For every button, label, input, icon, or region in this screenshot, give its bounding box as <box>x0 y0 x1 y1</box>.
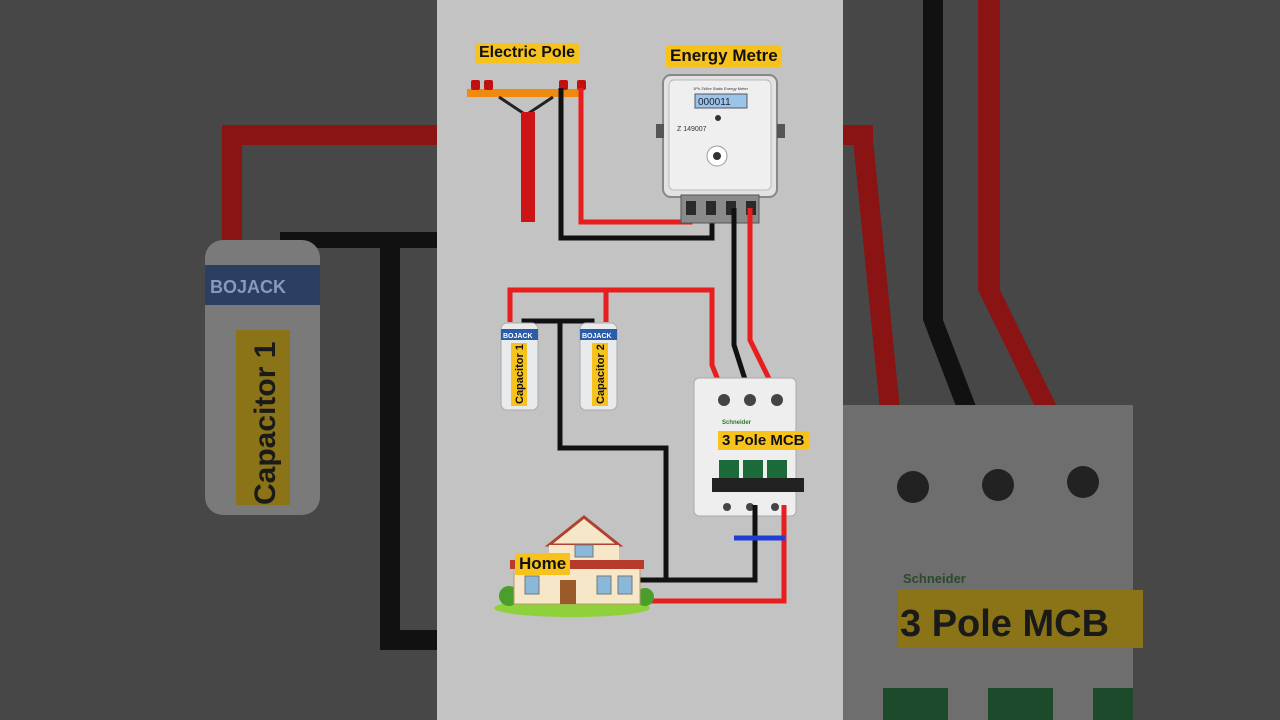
mcb-terminal <box>746 503 754 511</box>
mcb-handle-bar <box>712 478 804 492</box>
backdrop-capacitor-brand: BOJACK <box>210 277 286 297</box>
energy-meter: 1Ph 2Wire Static Energy Meter 000011 Z 1… <box>656 74 785 224</box>
diagram-canvas: 1Ph 2Wire Static Energy Meter 000011 Z 1… <box>467 74 804 617</box>
backdrop-terminal <box>1067 466 1099 498</box>
home <box>494 515 654 617</box>
backdrop-mcb-label: 3 Pole MCB <box>900 603 1109 645</box>
backdrop-mcb-switch <box>883 688 948 720</box>
meter-lcd <box>694 93 748 109</box>
home-label: Home <box>515 553 571 575</box>
backdrop-capacitor-label: Capacitor 1 <box>249 342 282 505</box>
meter-serial: Z 149007 <box>677 126 707 133</box>
capacitor-1-brand: BOJACK <box>503 333 533 340</box>
energy-metre-label: Energy Metre <box>666 45 782 67</box>
home-window <box>596 575 612 595</box>
home-window <box>617 575 633 595</box>
left-backdrop: BOJACK Capacitor 1 <box>0 0 437 720</box>
capacitor-2-label-bg <box>592 343 608 406</box>
capacitor-black-wire <box>557 321 669 580</box>
backdrop-terminal <box>897 471 929 503</box>
backdrop-black-wire <box>280 232 437 248</box>
live-wire-mcb-to-home <box>642 505 787 604</box>
backdrop-capacitor-band <box>205 265 320 305</box>
capacitor-1-label: Capacitor 1 <box>514 344 526 404</box>
wiring-diagram: 1Ph 2Wire Static Energy Meter 000011 Z 1… <box>437 0 843 720</box>
backdrop-red-wire <box>978 0 1093 480</box>
mcb-terminal <box>771 503 779 511</box>
meter-mount <box>656 124 664 138</box>
left-backdrop-art: BOJACK Capacitor 1 <box>205 125 437 650</box>
backdrop-mcb-label-bg <box>898 590 1143 648</box>
backdrop-red-wire <box>853 140 908 490</box>
pole-crossarm <box>467 89 583 97</box>
backdrop-red-wire <box>222 125 437 145</box>
home-gable <box>544 515 624 547</box>
backdrop-terminal <box>982 469 1014 501</box>
meter-terminal <box>686 201 696 215</box>
meter-brand-line: 1Ph 2Wire Static Energy Meter <box>693 86 749 91</box>
meter-mount <box>777 124 785 138</box>
home-window <box>524 575 540 595</box>
capacitor-1-band <box>501 329 538 340</box>
mcb-switch <box>743 460 763 482</box>
backdrop-mcb-switch <box>1093 688 1133 720</box>
capacitor-2: BOJACK Capacitor 2 <box>579 322 618 411</box>
home-roof <box>510 560 644 569</box>
meter-led <box>715 115 721 121</box>
mcb-switch <box>719 460 739 482</box>
right-backdrop-art: Schneider 3 Pole MCB <box>843 0 1143 720</box>
meter-reading: 000011 <box>698 97 731 108</box>
home-door <box>560 580 576 604</box>
mcb-terminal <box>771 394 783 406</box>
pole-insulator <box>471 80 480 90</box>
electric-pole <box>467 80 586 222</box>
pole-insulator <box>577 80 586 90</box>
electric-pole-label: Electric Pole <box>475 43 580 63</box>
mcb-label: 3 Pole MCB <box>718 431 809 450</box>
capacitor-red-wire <box>507 287 727 396</box>
mcb-brand: Schneider <box>722 420 752 426</box>
backdrop-red-wire <box>222 125 242 245</box>
capacitor-2-brand: BOJACK <box>582 333 612 340</box>
mcb-terminal <box>718 394 730 406</box>
pole-insulator <box>484 80 493 90</box>
mcb-terminal <box>744 394 756 406</box>
capacitor-2-band <box>580 329 617 340</box>
meter-button-center <box>713 152 721 160</box>
mcb-terminal <box>723 503 731 511</box>
backdrop-mcb <box>843 405 1133 720</box>
backdrop-black-wire <box>380 630 437 650</box>
capacitor-2-label: Capacitor 2 <box>595 344 607 404</box>
right-backdrop: Schneider 3 Pole MCB <box>843 0 1280 720</box>
meter-terminal <box>706 201 716 215</box>
home-window <box>574 544 594 558</box>
pole-insulator <box>559 80 568 90</box>
meter-terminal <box>726 201 736 215</box>
neutral-wire-mcb-to-home <box>640 505 758 583</box>
capacitor-1: BOJACK Capacitor 1 <box>500 322 539 411</box>
mcb-switch <box>767 460 787 482</box>
capacitor-1-label-bg <box>511 343 527 406</box>
live-wire-meter-to-mcb <box>747 208 780 397</box>
backdrop-mcb-switch <box>988 688 1053 720</box>
backdrop-black-wire <box>380 248 400 648</box>
backdrop-black-wire <box>923 0 1008 490</box>
backdrop-mcb-brand: Schneider <box>903 571 966 586</box>
backdrop-capacitor-label-bg <box>236 330 290 505</box>
pole-post <box>521 112 535 222</box>
